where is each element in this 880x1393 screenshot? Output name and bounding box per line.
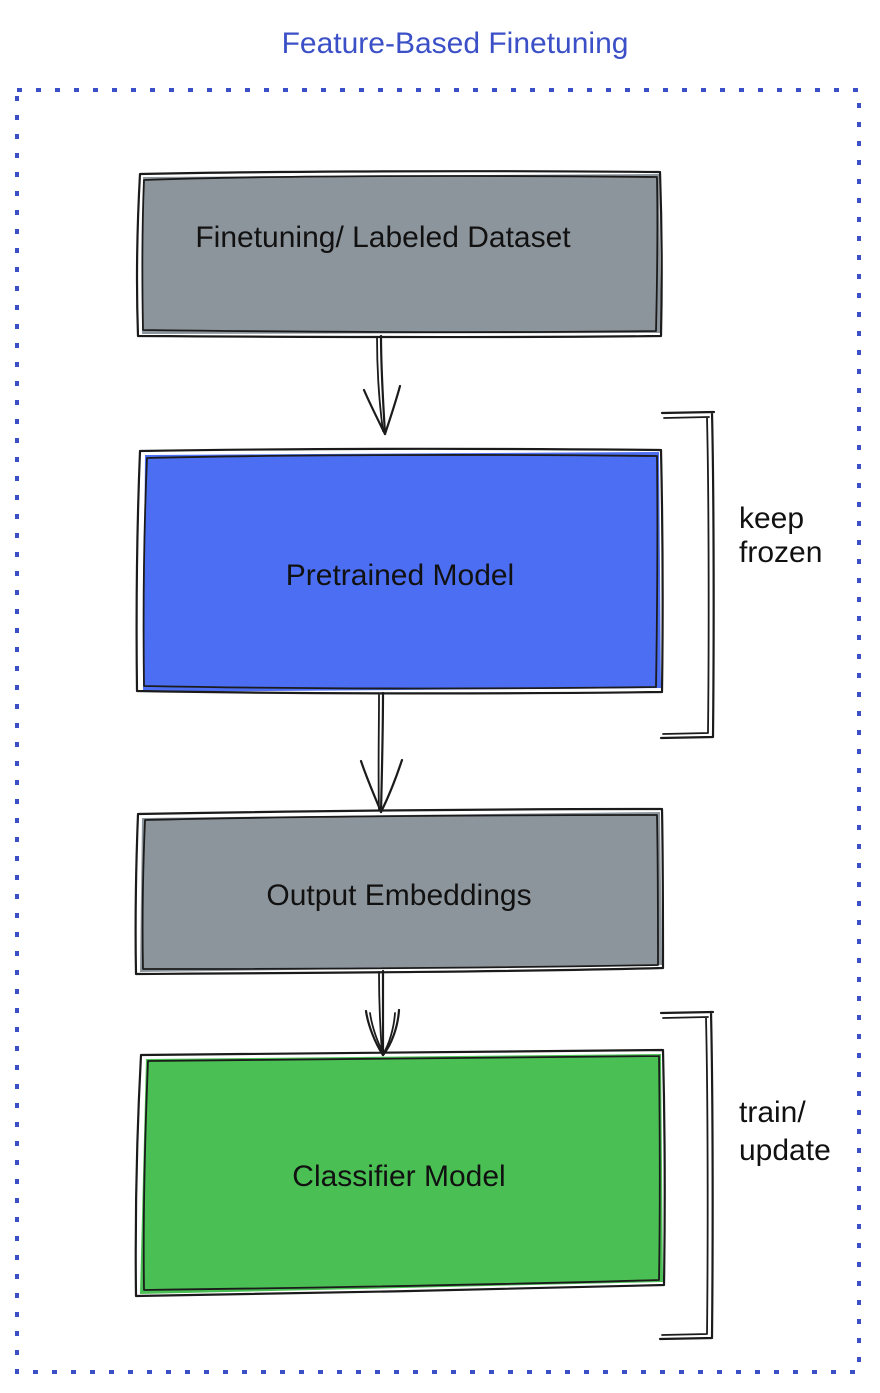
node-pretrained-model-fill	[143, 452, 661, 692]
edge-1-stem-a	[379, 334, 387, 436]
edge-2-head-right	[379, 758, 404, 814]
node-dataset-outline-a	[135, 170, 663, 339]
bracket-train-update	[658, 1010, 715, 1341]
node-embeddings-outline-b	[141, 814, 659, 970]
node-output-embeddings[interactable]: Output Embeddings	[134, 807, 665, 976]
edge-3-stem-b	[378, 971, 383, 1054]
node-classifier-model[interactable]: Classifier Model	[134, 1048, 666, 1298]
bracket-keep-frozen-a	[659, 410, 716, 740]
edge-3-head-left-b	[369, 1012, 385, 1055]
node-classifier-outline-b	[142, 1055, 661, 1291]
node-dataset-outline-b	[141, 175, 659, 333]
edge-dataset-to-pretrained	[362, 334, 402, 436]
edge-3-head-right-b	[382, 1012, 396, 1055]
edge-2-head-left	[359, 759, 383, 814]
diagram-title: Feature-Based Finetuning	[282, 27, 629, 60]
annotation-train-update-line-2: update	[739, 1134, 831, 1167]
node-output-embeddings-label: Output Embeddings	[266, 879, 531, 912]
edge-embeddings-to-classifier	[364, 969, 401, 1057]
node-output-embeddings-fill	[140, 812, 662, 972]
bracket-keep-frozen-b	[662, 416, 710, 735]
annotation-train-update: train/ update	[739, 1096, 831, 1167]
edge-2-stem-a	[379, 691, 385, 814]
node-pretrained-outline-a	[135, 447, 664, 695]
node-dataset[interactable]: Finetuning/ Labeled Dataset	[135, 170, 663, 339]
node-pretrained-model-label: Pretrained Model	[286, 559, 514, 592]
node-dataset-fill	[142, 174, 661, 334]
bracket-keep-frozen	[659, 410, 716, 740]
edge-1-head-right	[383, 384, 402, 436]
edge-pretrained-to-embeddings	[359, 691, 404, 814]
bracket-train-update-a	[658, 1010, 715, 1341]
annotation-keep-frozen-line-2: frozen	[739, 536, 822, 569]
node-pretrained-model[interactable]: Pretrained Model	[135, 447, 664, 695]
node-embeddings-outline-a	[134, 807, 665, 976]
node-classifier-outline-a	[134, 1048, 666, 1298]
node-classifier-model-fill	[140, 1054, 663, 1294]
node-classifier-model-label: Classifier Model	[292, 1160, 505, 1193]
annotation-train-update-line-1: train/	[739, 1096, 806, 1129]
annotation-keep-frozen: keep frozen	[739, 502, 822, 569]
node-pretrained-outline-b	[142, 454, 659, 690]
bracket-train-update-b	[661, 1016, 709, 1336]
annotation-keep-frozen-line-1: keep	[739, 502, 804, 535]
node-dataset-label: Finetuning/ Labeled Dataset	[195, 221, 571, 254]
edge-1-stem-b	[376, 336, 384, 432]
edge-1-head-left	[362, 388, 387, 436]
